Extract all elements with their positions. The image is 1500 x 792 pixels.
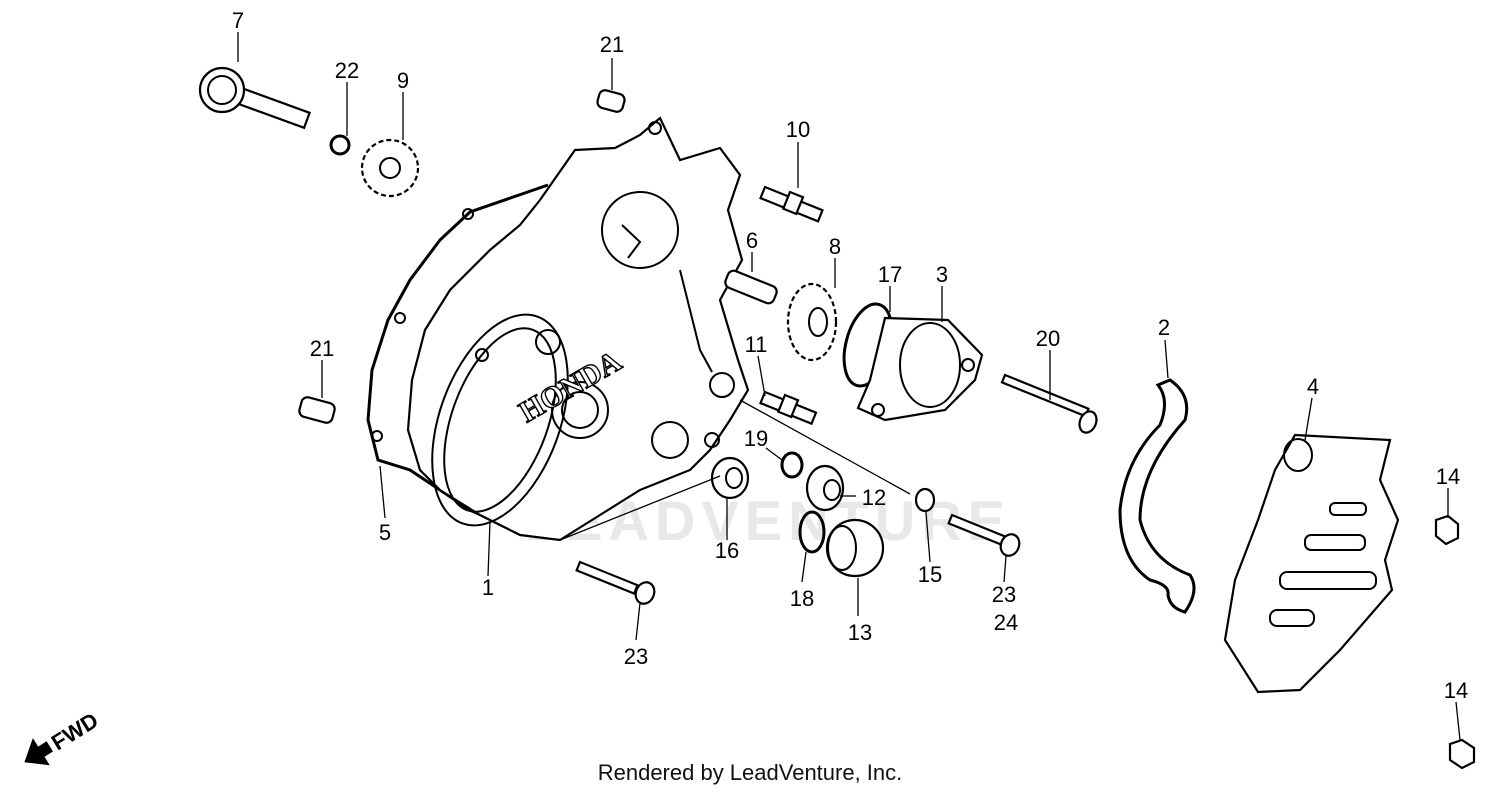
long-bolt-part[interactable] (1000, 373, 1100, 435)
callout-24: 24 (994, 610, 1018, 635)
callout-9: 9 (397, 68, 409, 93)
callout-21-top: 21 (600, 32, 624, 57)
arrow-left-icon (24, 738, 54, 766)
callout-13: 13 (848, 620, 872, 645)
callout-1: 1 (482, 575, 494, 600)
flange-nut-part-bottom[interactable] (1448, 738, 1476, 770)
plug-part[interactable] (805, 464, 845, 512)
oil-pump-gear-part[interactable] (786, 282, 838, 362)
callout-5: 5 (379, 520, 391, 545)
guide-bracket-part[interactable] (1118, 378, 1196, 614)
crankcase-cover-part[interactable]: HONDA (371, 116, 750, 544)
callout-18: 18 (790, 586, 814, 611)
render-credit: Rendered by LeadVenture, Inc. (597, 760, 903, 785)
callout-14-top: 14 (1436, 464, 1460, 489)
washer-part[interactable] (780, 451, 804, 479)
small-washer-part[interactable] (914, 487, 936, 513)
dowel-pin-part-top[interactable] (596, 89, 626, 113)
cap-part[interactable] (825, 518, 885, 578)
pump-cover-part[interactable] (856, 316, 984, 422)
pin-part[interactable] (724, 269, 779, 305)
leader-lines (237, 32, 1461, 741)
callout-16: 16 (715, 538, 739, 563)
circlip-part[interactable] (329, 134, 351, 156)
dowel-pin-part-left[interactable] (298, 396, 336, 424)
callout-labels: 7 22 9 21 10 6 8 17 3 11 20 2 4 14 14 21… (232, 8, 1468, 703)
callout-23-right: 23 (992, 582, 1016, 607)
callout-12: 12 (862, 485, 886, 510)
callout-8: 8 (829, 234, 841, 259)
o-ring-small-part[interactable] (798, 510, 826, 554)
callout-6: 6 (746, 228, 758, 253)
fwd-label: FWD (47, 708, 103, 756)
callout-10: 10 (786, 117, 810, 142)
callout-23-left: 23 (624, 644, 648, 669)
callout-21-left: 21 (310, 336, 334, 361)
callout-17: 17 (878, 262, 902, 287)
callout-20: 20 (1036, 326, 1060, 351)
callout-19: 19 (744, 426, 768, 451)
callout-11: 11 (745, 332, 768, 357)
callout-4: 4 (1307, 374, 1319, 399)
callout-2: 2 (1158, 315, 1170, 340)
shaft-gear-part[interactable] (198, 66, 311, 130)
stud-part[interactable] (759, 390, 818, 426)
sprocket-cover-part[interactable] (1223, 433, 1400, 694)
sprocket-part[interactable] (360, 138, 420, 198)
stud-bolt-part[interactable] (759, 185, 824, 223)
callout-15: 15 (918, 562, 942, 587)
callout-14-bottom: 14 (1444, 678, 1468, 703)
callout-3: 3 (936, 262, 948, 287)
flange-bolt-part-left[interactable] (575, 560, 658, 607)
flange-bolt-part-right[interactable] (947, 513, 1023, 559)
oil-seal-part[interactable] (710, 456, 750, 500)
callout-7: 7 (232, 8, 244, 33)
callout-22: 22 (335, 58, 359, 83)
flange-nut-part-top[interactable] (1434, 514, 1460, 546)
